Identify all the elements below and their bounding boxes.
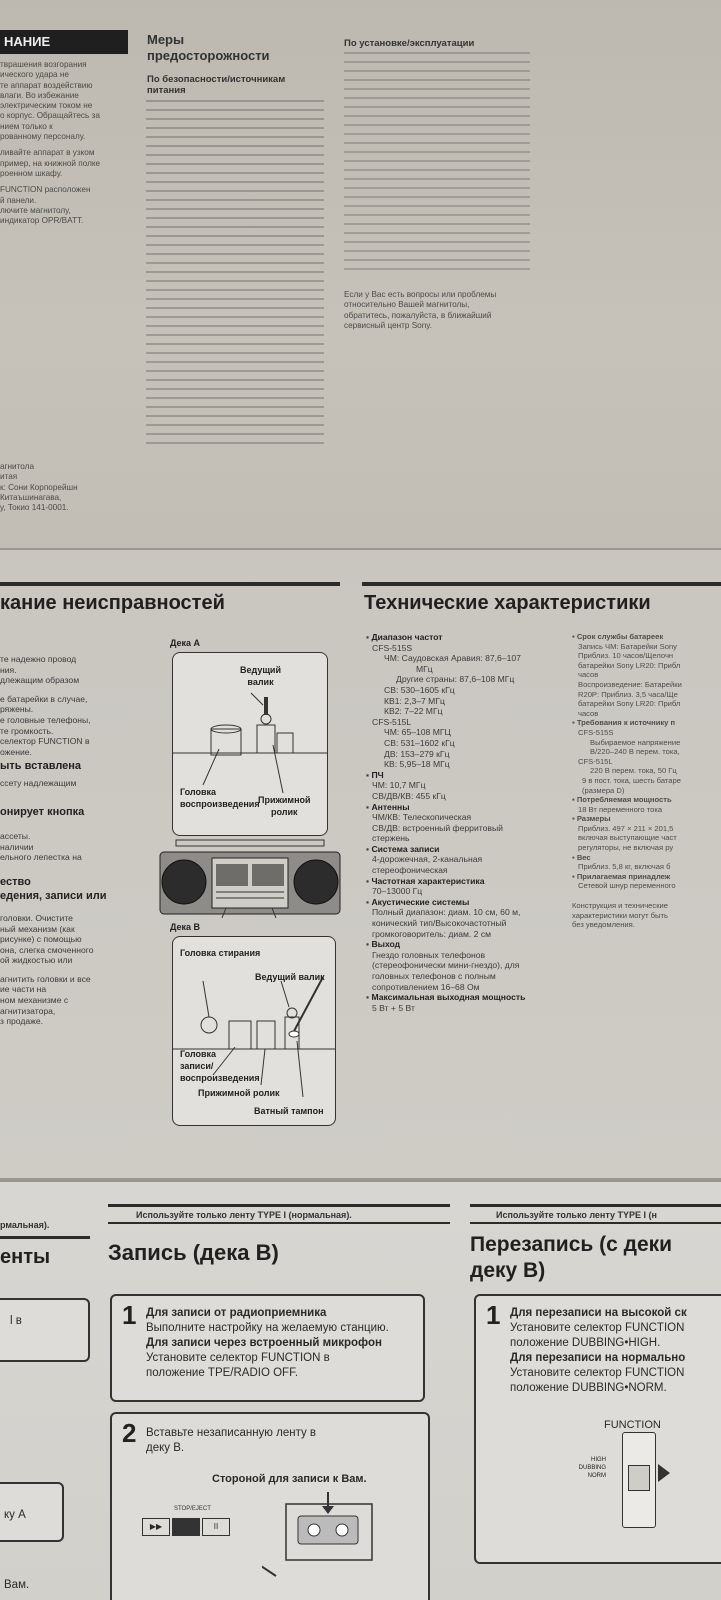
left-step-box: l в [0, 1298, 90, 1362]
record-step-1: 1 Для записи от радиоприемника Выполните… [110, 1294, 425, 1402]
record-step-2: 2 Вставьте незаписанную ленту в деку B. … [110, 1412, 430, 1600]
deck-b-illustration [173, 976, 335, 1098]
right-rule-4 [470, 1222, 721, 1224]
recording-page: рмальная). енты l в ку A Вам. Используйт… [0, 1182, 721, 1600]
dubbing-step-1-number: 1 [486, 1300, 501, 1330]
erase-head-label: Головка стирания [180, 948, 261, 958]
spec-antennas: ▪ Антенны ЧМ/КВ: Телескопическая СВ/ДВ: … [366, 801, 503, 844]
arrow-right-icon [658, 1464, 670, 1482]
dubbing-step-1: 1 Для перезаписи на высокой ск Установит… [474, 1294, 721, 1564]
troubleshooting-title: кание неисправностей [0, 592, 225, 614]
record-deck-b-title: Запись (дека B) [108, 1240, 279, 1265]
pause-button[interactable]: II [202, 1518, 230, 1536]
left-title: енты [0, 1246, 51, 1268]
warning-banner: НАНИЕ [0, 30, 128, 54]
ff-button[interactable]: ▶▶ [142, 1518, 170, 1536]
spec-weight: ▪ Вес Приблиз. 5,8 кг, включая б [572, 852, 671, 872]
spec-response: ▪ Частотная характеристика 70–13000 Гц [366, 875, 485, 897]
right-rule [362, 582, 721, 586]
cassette-insert-illustration [262, 1492, 373, 1577]
right-tape-hint: Используйте только ленту TYPE I (н [496, 1210, 657, 1220]
left-step-box-2: ку A [0, 1482, 64, 1542]
left-rule [0, 582, 340, 586]
mid-tape-hint: Используйте только ленту TYPE I (нормаль… [136, 1210, 352, 1220]
spec-recording: ▪ Система записи 4-дорожечная, 2-канальн… [366, 843, 483, 876]
specs-right-column: ▪ Срок службы батареек Запись ЧМ: Батаре… [572, 632, 721, 930]
mid-rule-2 [108, 1222, 450, 1224]
function-positions: HIGH DUBBING NORM [578, 1457, 606, 1479]
safety-text-block [146, 100, 324, 450]
left-tape-hint: рмальная). [0, 1220, 50, 1230]
spec-consumption: ▪ Потребляемая мощность 18 Вт переменног… [572, 795, 672, 814]
stop-eject-button[interactable] [172, 1518, 200, 1536]
transport-controls: STOP/EJECT ▶▶ II [142, 1506, 238, 1566]
step-1-number: 1 [122, 1300, 137, 1330]
spec-battery-life: ▪ Срок службы батареек Запись ЧМ: Батаре… [572, 632, 682, 718]
left-bottom-text: Вам. [4, 1579, 30, 1591]
installation-text-block [344, 52, 530, 274]
installation-title: По установке/эксплуатации [344, 38, 475, 49]
spec-frequency: ▪ Диапазон частот CFS-515S ЧМ: Саудовска… [366, 632, 521, 770]
pinch-roller-b-label: Прижимной ролик [198, 1088, 280, 1098]
specs-title: Технические характеристики [364, 592, 651, 614]
spec-max-power: ▪ Максимальная выходная мощность 5 Вт + … [366, 992, 526, 1013]
function-selector[interactable] [622, 1432, 656, 1528]
cotton-swab-label: Ватный тампон [254, 1106, 324, 1116]
deck-a-title: Дека A [170, 638, 201, 648]
specs-left-column: ▪ Диапазон частот CFS-515S ЧМ: Саудовска… [366, 632, 566, 1013]
spec-speakers: ▪ Акустические системы Полный диапазон: … [366, 896, 521, 939]
deck-a-diagram [172, 652, 328, 836]
right-rule-3 [470, 1204, 721, 1207]
boombox-illustration [159, 839, 341, 919]
step-2-number: 2 [122, 1418, 137, 1448]
spec-if: ▪ ПЧ ЧМ: 10,7 МГц СВ/ДВ/КВ: 455 кГц [366, 769, 446, 801]
capstan-b-label: Ведущий валик [255, 972, 325, 982]
record-side-hint: Стороной для записи к Вам. [212, 1473, 367, 1485]
left-rule-3 [0, 1236, 90, 1239]
spec-accessories: ▪ Прилагаемая принадлеж Сетевой шнур пер… [572, 871, 676, 891]
spec-output: ▪ Выход Гнездо головных телефонов (стере… [366, 939, 520, 992]
deck-a-illustration [173, 692, 327, 794]
deck-b-title: Дека B [170, 922, 201, 932]
mid-rule [108, 1204, 450, 1207]
function-slider-knob[interactable] [628, 1465, 650, 1491]
function-label: FUNCTION [604, 1419, 661, 1431]
deck-b-diagram [172, 936, 336, 1126]
